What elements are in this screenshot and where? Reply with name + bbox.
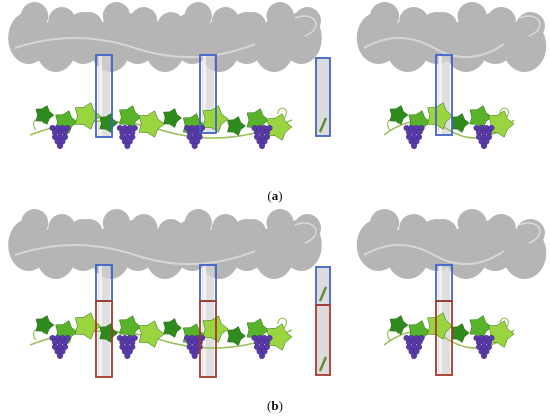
inset-b-top — [315, 266, 331, 306]
caption-a: (a) — [255, 189, 295, 203]
blue-box-a-2 — [199, 54, 217, 134]
red-box-b-1 — [95, 300, 113, 378]
vine-art-a-right — [383, 102, 515, 149]
vine-art-b-right — [383, 312, 515, 360]
shadow-art-a-right — [356, 2, 547, 72]
caption-a-open: ( — [267, 188, 272, 203]
shadow-art-b-left — [8, 209, 322, 279]
caption-b-open: ( — [267, 398, 272, 413]
vine-art-b-left — [29, 312, 293, 360]
vine-art-a-left — [29, 102, 293, 149]
shadow-art-b-right — [356, 209, 547, 279]
blue-box-a-1 — [95, 54, 113, 138]
red-box-b-2 — [199, 300, 217, 378]
caption-a-close: ) — [278, 188, 283, 203]
inset-b-bottom — [315, 304, 331, 376]
caption-a-letter: a — [271, 188, 279, 203]
blue-box-a-3 — [435, 54, 453, 136]
inset-a — [315, 57, 331, 137]
caption-b-letter: b — [271, 398, 279, 413]
pole-b-1 — [98, 265, 110, 377]
shadow-art-a-left — [8, 2, 322, 72]
caption-b-close: ) — [278, 398, 283, 413]
red-box-b-3 — [435, 300, 453, 376]
caption-b: (b) — [255, 399, 295, 413]
